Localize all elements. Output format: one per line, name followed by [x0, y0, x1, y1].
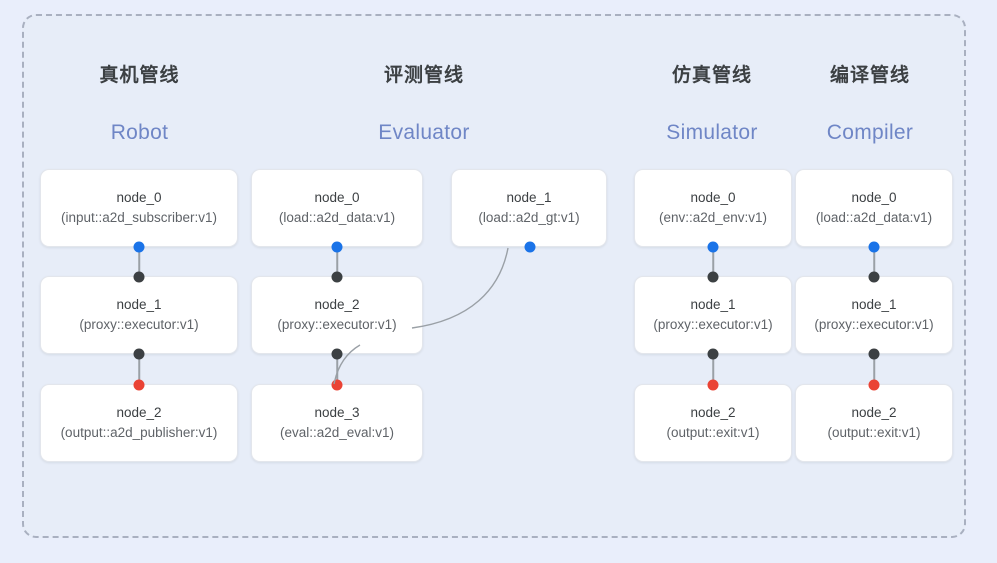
edge-link: [712, 354, 714, 384]
node-card[interactable]: node_1 (proxy::executor:v1): [634, 276, 792, 354]
node-type: (input::a2d_subscriber:v1): [60, 210, 218, 225]
column-subtitle-compiler: Compiler: [826, 121, 914, 144]
node-card[interactable]: node_1 (load::a2d_gt:v1): [451, 169, 607, 247]
node-type: (env::a2d_env:v1): [658, 210, 768, 225]
node-name: node_1: [690, 297, 736, 312]
edge-link: [712, 247, 714, 276]
node-name: node_3: [314, 405, 360, 420]
column-title-evaluator: 评测管线: [383, 65, 464, 86]
port-input-dot[interactable]: [133, 271, 145, 283]
node-type: (proxy::executor:v1): [653, 317, 773, 332]
node-card[interactable]: node_0 (input::a2d_subscriber:v1): [40, 169, 238, 247]
port-input-dot[interactable]: [331, 271, 343, 283]
node-name: node_0: [690, 190, 736, 205]
node-name: node_2: [314, 297, 360, 312]
node-card[interactable]: node_0 (load::a2d_data:v1): [251, 169, 423, 247]
edge-link: [138, 354, 140, 384]
node-type: (proxy::executor:v1): [79, 317, 199, 332]
pipeline-column-compiler: 编译管线 Compiler node_0 (load::a2d_data:v1)…: [774, 14, 966, 538]
node-name: node_1: [851, 297, 897, 312]
port-output-dot[interactable]: [331, 241, 343, 253]
node-name: node_2: [851, 405, 897, 420]
port-input-dot[interactable]: [133, 379, 145, 391]
port-output-dot[interactable]: [133, 241, 145, 253]
port-input-dot[interactable]: [331, 379, 343, 391]
node-card[interactable]: node_2 (output::exit:v1): [634, 384, 792, 462]
column-title-compiler: 编译管线: [829, 65, 910, 86]
node-card[interactable]: node_2 (output::a2d_publisher:v1): [40, 384, 238, 462]
port-input-dot[interactable]: [868, 379, 880, 391]
node-card[interactable]: node_3 (eval::a2d_eval:v1): [251, 384, 423, 462]
pipeline-columns: 真机管线 Robot node_0 (input::a2d_subscriber…: [22, 14, 966, 538]
port-output-dot[interactable]: [868, 241, 880, 253]
node-card[interactable]: node_0 (load::a2d_data:v1): [795, 169, 953, 247]
column-title-robot: 真机管线: [99, 65, 180, 86]
node-name: node_0: [116, 190, 162, 205]
column-subtitle-evaluator: Evaluator: [378, 121, 470, 144]
column-subtitle-simulator: Simulator: [666, 121, 758, 144]
edge-link: [336, 247, 338, 276]
port-output-dot[interactable]: [133, 348, 145, 360]
pipeline-column-evaluator: 评测管线 Evaluator node_0 (load::a2d_data:v1…: [234, 14, 614, 538]
port-output-dot[interactable]: [868, 348, 880, 360]
node-card[interactable]: node_1 (proxy::executor:v1): [795, 276, 953, 354]
port-output-dot[interactable]: [707, 241, 719, 253]
port-input-dot[interactable]: [868, 271, 880, 283]
node-type: (proxy::executor:v1): [814, 317, 934, 332]
edge-link: [138, 247, 140, 276]
port-input-dot[interactable]: [707, 271, 719, 283]
port-output-dot[interactable]: [707, 348, 719, 360]
port-output-dot[interactable]: [524, 241, 536, 253]
node-type: (proxy::executor:v1): [277, 317, 397, 332]
node-type: (output::exit:v1): [827, 425, 921, 440]
node-type: (load::a2d_data:v1): [815, 210, 933, 225]
node-type: (output::exit:v1): [666, 425, 760, 440]
node-name: node_0: [851, 190, 897, 205]
node-name: node_1: [116, 297, 162, 312]
port-output-dot[interactable]: [331, 348, 343, 360]
edge-link: [873, 354, 875, 384]
node-card[interactable]: node_1 (proxy::executor:v1): [40, 276, 238, 354]
node-name: node_2: [690, 405, 736, 420]
node-type: (output::a2d_publisher:v1): [60, 425, 218, 440]
node-card[interactable]: node_0 (env::a2d_env:v1): [634, 169, 792, 247]
pipeline-column-robot: 真机管线 Robot node_0 (input::a2d_subscriber…: [22, 14, 257, 538]
node-type: (load::a2d_gt:v1): [478, 210, 580, 225]
node-card[interactable]: node_2 (proxy::executor:v1): [251, 276, 423, 354]
pipeline-column-simulator: 仿真管线 Simulator node_0 (env::a2d_env:v1) …: [592, 14, 832, 538]
port-input-dot[interactable]: [707, 379, 719, 391]
node-type: (load::a2d_data:v1): [278, 210, 396, 225]
node-card[interactable]: node_2 (output::exit:v1): [795, 384, 953, 462]
column-title-simulator: 仿真管线: [671, 65, 752, 86]
node-type: (eval::a2d_eval:v1): [279, 425, 395, 440]
node-name: node_2: [116, 405, 162, 420]
node-name: node_1: [506, 190, 552, 205]
edge-link: [873, 247, 875, 276]
node-name: node_0: [314, 190, 360, 205]
column-subtitle-robot: Robot: [110, 121, 169, 144]
